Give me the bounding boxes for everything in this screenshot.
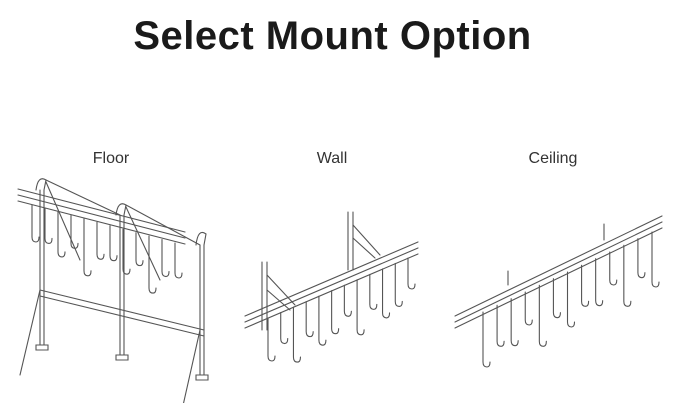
mount-option-ceiling[interactable]: Ceiling: [453, 150, 653, 390]
hook-icon: [651, 231, 660, 288]
mount-option-floor[interactable]: Floor: [11, 150, 211, 390]
mount-option-wall[interactable]: Wall: [232, 150, 432, 390]
option-label-floor: Floor: [92, 150, 130, 167]
page-title: Select Mount Option: [133, 14, 532, 58]
option-label-ceiling: Ceiling: [528, 150, 578, 167]
option-label-wall: Wall: [316, 150, 348, 167]
